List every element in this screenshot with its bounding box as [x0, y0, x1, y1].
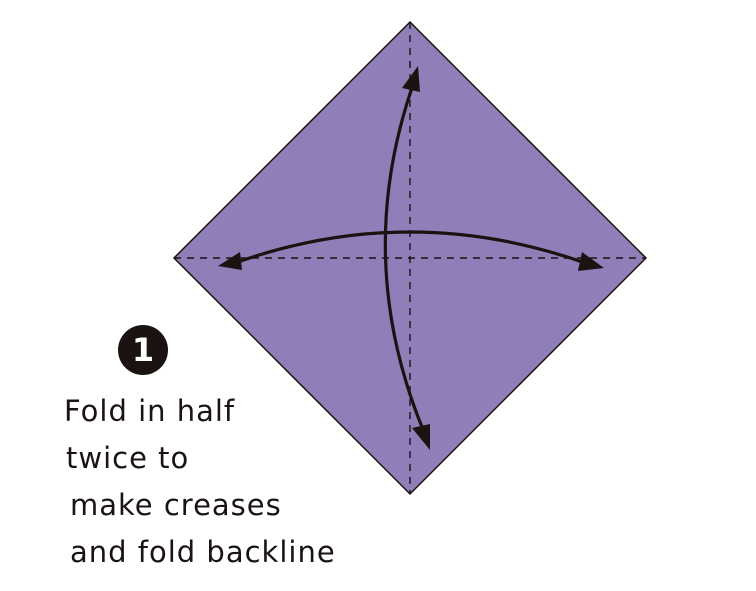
instruction-line: Fold in half [64, 394, 236, 428]
horizontal-fold-arrow-icon [218, 230, 604, 271]
arrowhead-right-icon [578, 252, 604, 271]
step-number: 1 [131, 331, 155, 369]
arrowhead-bottom-icon [412, 424, 430, 450]
arrowhead-top-icon [402, 66, 420, 92]
vertical-fold-arrow-icon [383, 66, 430, 450]
instruction-text: Fold in half twice to make creases and f… [64, 388, 336, 576]
arrowhead-left-icon [218, 252, 242, 270]
step-number-badge: 1 [118, 325, 168, 375]
instruction-line: make creases [70, 488, 282, 522]
instruction-line: twice to [66, 441, 190, 475]
instruction-line: and fold backline [70, 535, 336, 569]
